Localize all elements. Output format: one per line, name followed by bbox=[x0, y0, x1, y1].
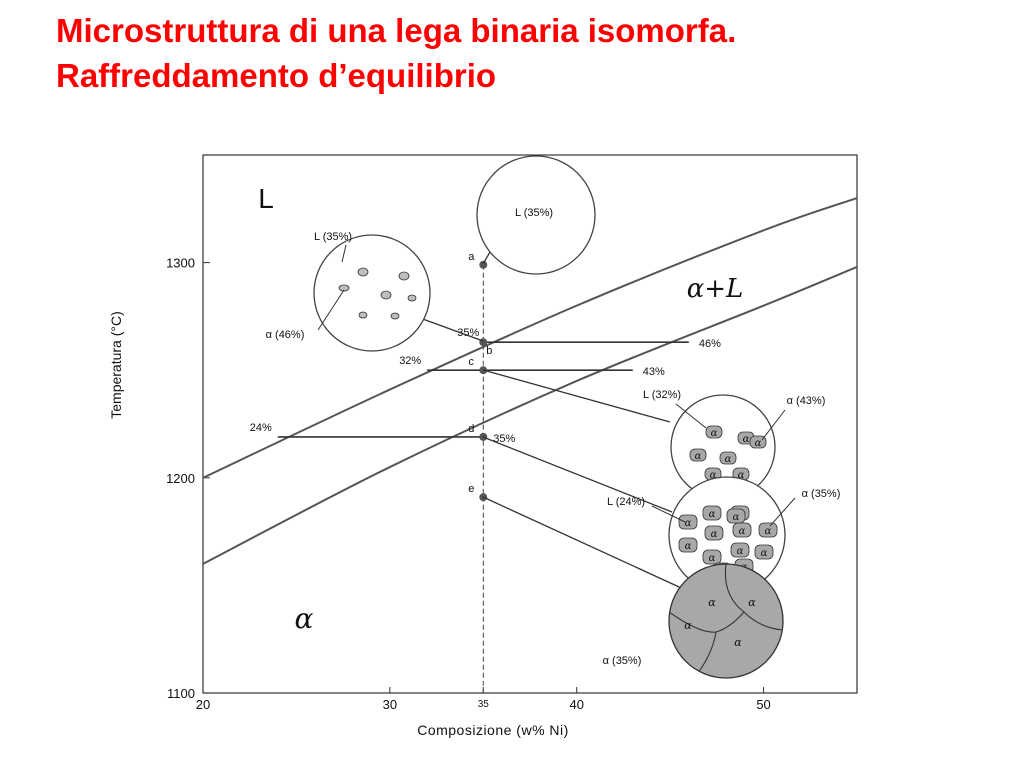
tie-lines: 35% 46% 32% 43% 24% 35% bbox=[250, 327, 721, 445]
alpha-grain: α bbox=[758, 522, 778, 538]
svg-text:α: α bbox=[755, 438, 762, 449]
svg-text:α: α bbox=[739, 526, 746, 537]
y-tick-label-1300: 1300 bbox=[166, 256, 195, 271]
svg-text:α: α bbox=[711, 529, 718, 540]
svg-text:α: α bbox=[685, 518, 692, 529]
tie-line-right-label-0: 46% bbox=[699, 338, 721, 350]
alpha-grain: α bbox=[726, 508, 746, 524]
tie-line-right-label-1: 43% bbox=[643, 366, 665, 378]
svg-text:α: α bbox=[761, 548, 768, 559]
slide-title: Microstruttura di una lega binaria isomo… bbox=[56, 8, 736, 98]
micro-circle-b bbox=[313, 234, 431, 352]
svg-text:α: α bbox=[725, 454, 732, 465]
slide-title-line2: Raffreddamento d’equilibrio bbox=[56, 57, 497, 94]
leader-b bbox=[419, 317, 484, 342]
svg-text:α: α bbox=[743, 434, 750, 445]
svg-text:α: α bbox=[695, 451, 702, 462]
microstructure-b: L (35%) α (46%) bbox=[266, 231, 431, 352]
x-tick-label-40: 40 bbox=[569, 697, 583, 712]
leader-lines bbox=[419, 234, 691, 593]
alpha-grain: α bbox=[749, 435, 767, 449]
micro-d-label-alpha: α (35%) bbox=[802, 488, 841, 500]
svg-text:α: α bbox=[734, 636, 742, 649]
tie-line-left-label-1: 32% bbox=[399, 355, 421, 367]
alpha-grain: α bbox=[705, 425, 723, 439]
micro-a-label: L (35%) bbox=[515, 207, 553, 219]
microstructure-a: L (35%) bbox=[476, 155, 596, 275]
alpha-grain: α bbox=[730, 542, 750, 558]
micro-c-label-liquid: L (32%) bbox=[643, 389, 681, 401]
y-tick-label-1200: 1200 bbox=[166, 471, 195, 486]
state-points: a bc d e bbox=[468, 251, 492, 502]
alpha-grain: α bbox=[678, 537, 698, 553]
region-label-two-phase: α+L bbox=[687, 274, 744, 304]
alpha-grain: α bbox=[689, 448, 707, 462]
leader-e bbox=[482, 496, 691, 593]
point-label-b: b bbox=[486, 345, 492, 357]
svg-text:α: α bbox=[738, 470, 745, 481]
svg-text:α: α bbox=[765, 526, 772, 537]
y-tick-label-1100: 1100 bbox=[167, 686, 195, 701]
point-label-e: e bbox=[468, 483, 474, 495]
svg-text:α: α bbox=[737, 546, 744, 557]
leader-c bbox=[482, 369, 671, 423]
svg-text:α: α bbox=[733, 512, 740, 523]
svg-text:α: α bbox=[711, 428, 718, 439]
axis-tick-labels: 20 30 35 40 50 1100 1200 1300 bbox=[166, 256, 771, 712]
point-label-d: d bbox=[468, 423, 474, 435]
alpha-grain: α bbox=[704, 525, 724, 541]
alpha-grain: α bbox=[704, 467, 722, 481]
svg-text:α: α bbox=[708, 596, 716, 609]
tie-line-left-label-0: 35% bbox=[457, 327, 479, 339]
alpha-grain: α bbox=[678, 514, 698, 530]
alpha-grain: α bbox=[702, 549, 722, 565]
svg-text:α: α bbox=[684, 619, 692, 632]
microstructure-e: α α α α α (35%) bbox=[603, 563, 784, 679]
alpha-grain: α bbox=[719, 451, 737, 465]
liquidus-line bbox=[203, 197, 857, 479]
x-tick-label-30: 30 bbox=[383, 697, 397, 712]
svg-text:α: α bbox=[709, 553, 716, 564]
y-axis-label: Temperatura (°C) bbox=[108, 311, 124, 419]
plot-frame bbox=[202, 154, 858, 694]
point-label-a: a bbox=[468, 251, 475, 263]
x-tick-label-20: 20 bbox=[196, 697, 210, 712]
alpha-grain: α bbox=[754, 544, 774, 560]
solidus-line bbox=[203, 265, 857, 565]
svg-text:α: α bbox=[685, 541, 692, 552]
micro-b-label-alpha: α (46%) bbox=[266, 329, 305, 341]
x-axis-label: Composizione (w% Ni) bbox=[417, 722, 569, 738]
alpha-nuclei bbox=[338, 267, 417, 320]
micro-e-label-alpha: α (35%) bbox=[603, 655, 642, 667]
micro-circle-a bbox=[476, 155, 596, 275]
tie-line-left-label-2: 24% bbox=[250, 422, 272, 434]
micro-b-label-liquid: L (35%) bbox=[314, 231, 352, 243]
micro-c-label-alpha: α (43%) bbox=[787, 395, 826, 407]
region-label-liquid: L bbox=[258, 183, 274, 214]
slide-title-line1: Microstruttura di una lega binaria isomo… bbox=[56, 12, 737, 49]
point-label-c: c bbox=[469, 356, 475, 368]
svg-text:α: α bbox=[709, 509, 716, 520]
micro-d-label-liquid: L (24%) bbox=[607, 496, 645, 508]
svg-text:α: α bbox=[748, 596, 756, 609]
svg-text:α: α bbox=[710, 470, 717, 481]
alpha-grain: α bbox=[732, 522, 752, 538]
leader-d bbox=[482, 436, 673, 513]
point-a bbox=[479, 260, 488, 269]
alpha-grain: α bbox=[732, 467, 750, 481]
x-tick-label-50: 50 bbox=[756, 697, 770, 712]
alpha-grain: α bbox=[702, 505, 722, 521]
region-label-solid: α bbox=[295, 602, 314, 635]
x-tick-label-35: 35 bbox=[478, 699, 490, 710]
grain-labels: α α α α bbox=[684, 596, 756, 649]
tie-line-right-label-2: 35% bbox=[493, 433, 515, 445]
